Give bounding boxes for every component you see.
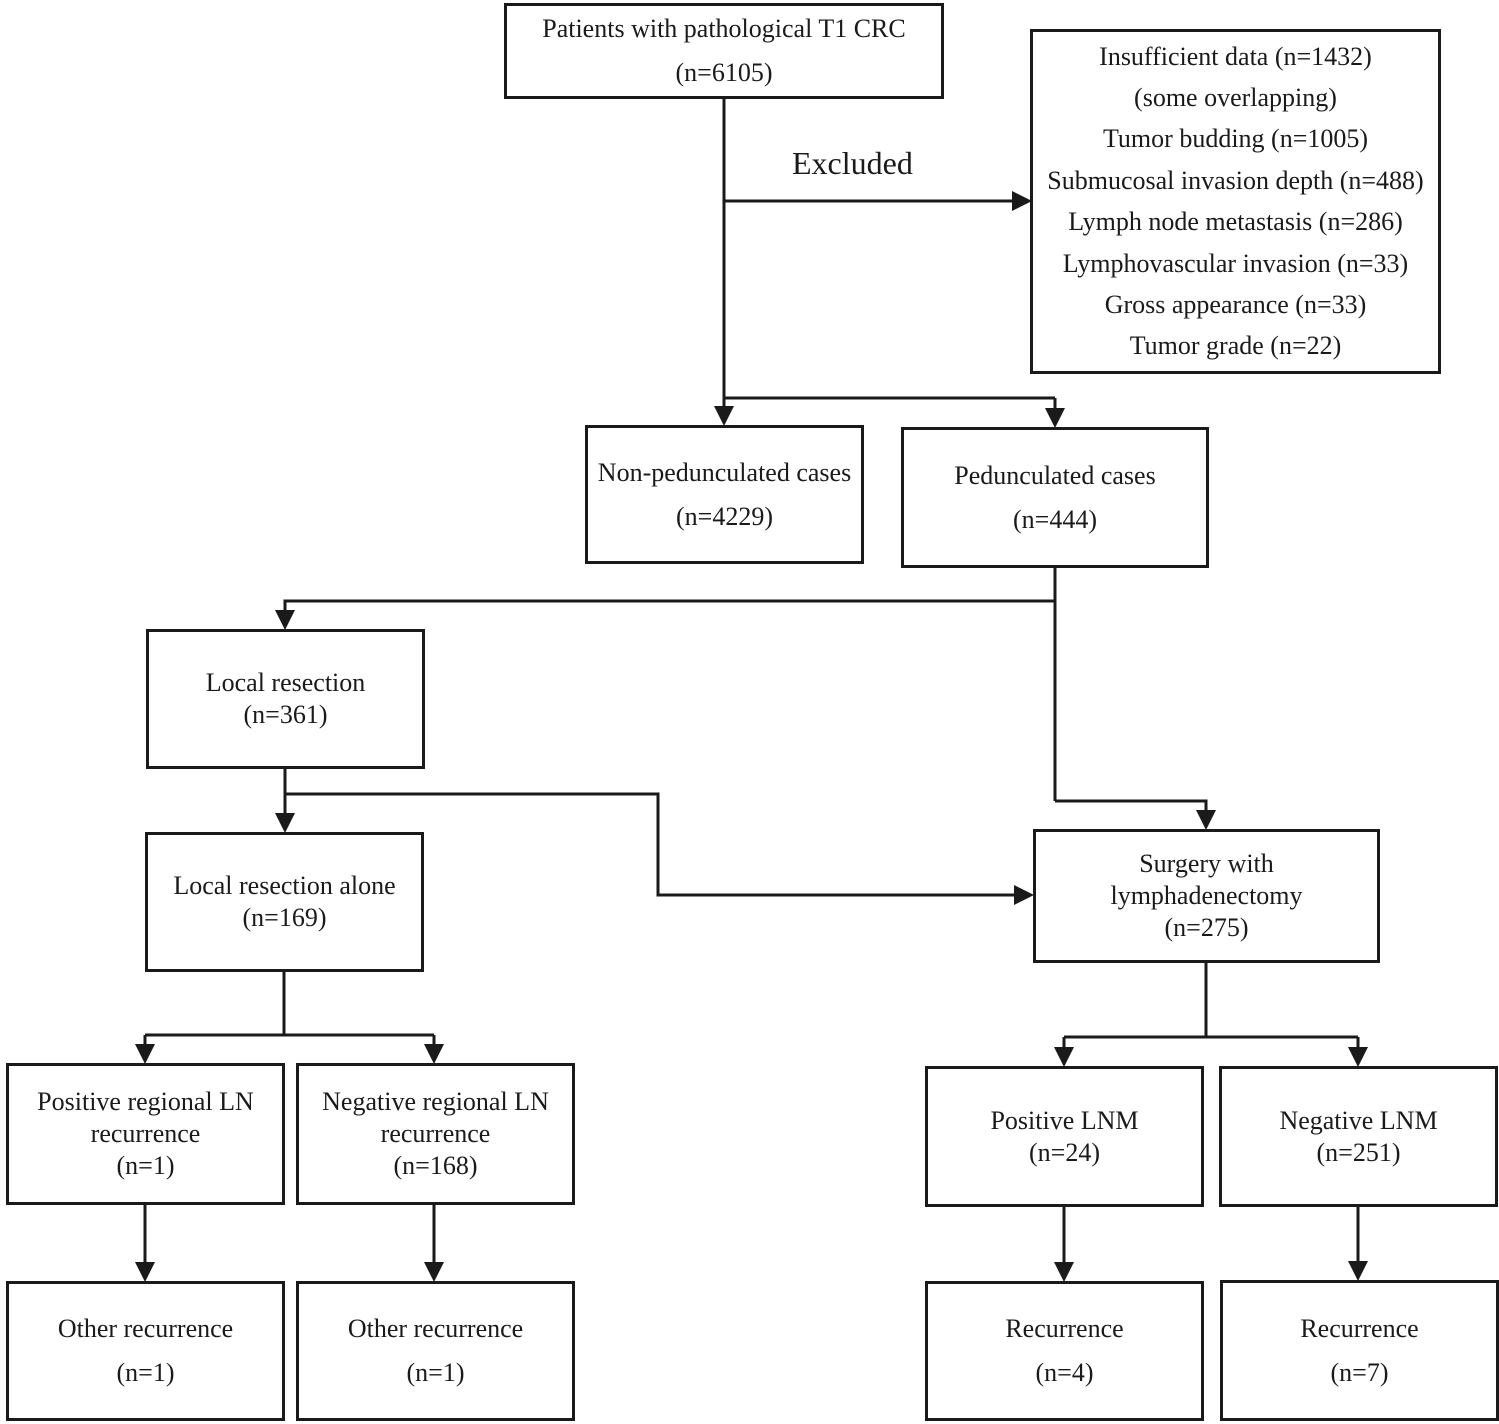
node-pedunculated: Pedunculated cases (n=444)	[901, 427, 1209, 568]
node-negreg-line-2: recurrence	[380, 1119, 491, 1148]
excluded-line-6: Lymphovascular invasion (n=33)	[1062, 248, 1409, 278]
node-local-line-2: (n=361)	[243, 700, 328, 729]
node-other-recurrence-2: Other recurrence (n=1)	[296, 1281, 575, 1421]
node-recurrence-1: Recurrence (n=4)	[925, 1281, 1204, 1421]
node-start-line-2: (n=6105)	[675, 58, 773, 87]
arrowhead-other1	[135, 1262, 155, 1282]
arrowhead-ped	[1045, 408, 1065, 428]
excluded-line-2: (some overlapping)	[1134, 83, 1337, 113]
node-alone-line-2: (n=169)	[242, 903, 327, 932]
arrowhead-rec1	[1054, 1262, 1074, 1282]
node-nonped-line-1: Non-pedunculated cases	[597, 457, 852, 487]
node-nonped-line-2: (n=4229)	[676, 501, 773, 531]
node-surgery-line-3: (n=275)	[1164, 913, 1249, 942]
arrowhead-surgery-side	[1014, 885, 1034, 905]
node-other-recurrence-1: Other recurrence (n=1)	[6, 1281, 285, 1421]
connector-local-to-surgery	[285, 792, 1014, 897]
arrowhead-nonped	[714, 406, 734, 426]
node-rec1-line-1: Recurrence	[1005, 1314, 1124, 1343]
arrowhead-excluded	[1012, 191, 1032, 211]
node-negative-lnm: Negative LNM (n=251)	[1219, 1066, 1498, 1207]
excluded-line-8: Tumor grade (n=22)	[1129, 331, 1342, 361]
node-other1-line-2: (n=1)	[116, 1358, 175, 1387]
node-ped-line-2: (n=444)	[1013, 504, 1097, 534]
excluded-line-7: Gross appearance (n=33)	[1104, 289, 1367, 319]
node-local-resection: Local resection (n=361)	[146, 629, 425, 769]
node-other1-line-1: Other recurrence	[57, 1314, 234, 1343]
excluded-line-5: Lymph node metastasis (n=286)	[1068, 207, 1403, 237]
arrowhead-rec2	[1348, 1261, 1368, 1281]
node-recurrence-2: Recurrence (n=7)	[1220, 1280, 1499, 1421]
arrowhead-poslnm	[1054, 1047, 1074, 1067]
arrowhead-local	[275, 610, 295, 630]
node-neglnm-line-1: Negative LNM	[1279, 1105, 1438, 1135]
node-posreg-line-3: (n=1)	[116, 1151, 175, 1180]
node-start: Patients with pathological T1 CRC (n=610…	[504, 3, 944, 99]
arrowhead-negreg	[424, 1044, 444, 1064]
node-posreg-line-2: recurrence	[90, 1119, 201, 1148]
node-rec2-line-1: Recurrence	[1300, 1313, 1419, 1343]
arrowhead-neglnm	[1348, 1047, 1368, 1067]
node-surgery-lymphadenectomy: Surgery with lymphadenectomy (n=275)	[1033, 829, 1380, 963]
connector-ped-to-surgery	[1055, 799, 1208, 812]
node-surgery-line-2: lymphadenectomy	[1110, 881, 1303, 910]
node-local-resection-alone: Local resection alone (n=169)	[145, 832, 424, 972]
node-other2-line-2: (n=1)	[406, 1358, 465, 1387]
excluded-line-1: Insufficient data (n=1432)	[1099, 41, 1372, 71]
node-surgery-line-1: Surgery with	[1139, 849, 1274, 878]
excluded-line-3: Tumor budding (n=1005)	[1102, 124, 1369, 154]
node-nonpedunculated: Non-pedunculated cases (n=4229)	[585, 425, 864, 564]
node-rec2-line-2: (n=7)	[1330, 1357, 1389, 1387]
node-poslnm-line-2: (n=24)	[1029, 1137, 1100, 1167]
node-start-line-1: Patients with pathological T1 CRC	[542, 14, 906, 43]
arrowhead-posreg	[135, 1044, 155, 1064]
arrowhead-other2	[424, 1262, 444, 1282]
node-positive-regional-ln: Positive regional LN recurrence (n=1)	[6, 1063, 285, 1205]
node-negative-regional-ln: Negative regional LN recurrence (n=168)	[296, 1063, 575, 1205]
node-negreg-line-1: Negative regional LN	[322, 1087, 549, 1116]
node-rec1-line-2: (n=4)	[1035, 1358, 1094, 1387]
node-excluded: Insufficient data (n=1432) (some overlap…	[1030, 29, 1441, 374]
node-other2-line-1: Other recurrence	[347, 1314, 524, 1343]
node-alone-line-1: Local resection alone	[173, 871, 396, 900]
node-negreg-line-3: (n=168)	[393, 1151, 478, 1180]
node-poslnm-line-1: Positive LNM	[990, 1105, 1139, 1135]
arrowhead-alone	[275, 813, 295, 833]
node-neglnm-line-2: (n=251)	[1316, 1137, 1401, 1167]
node-local-line-1: Local resection	[205, 668, 366, 697]
node-positive-lnm: Positive LNM (n=24)	[925, 1066, 1204, 1207]
connector-ped-to-local	[283, 599, 1055, 612]
excluded-label: Excluded	[792, 145, 913, 181]
arrowhead-surgery	[1196, 810, 1216, 830]
excluded-line-4: Submucosal invasion depth (n=488)	[1047, 165, 1424, 195]
node-ped-line-1: Pedunculated cases	[954, 460, 1156, 490]
node-posreg-line-1: Positive regional LN	[37, 1087, 254, 1116]
